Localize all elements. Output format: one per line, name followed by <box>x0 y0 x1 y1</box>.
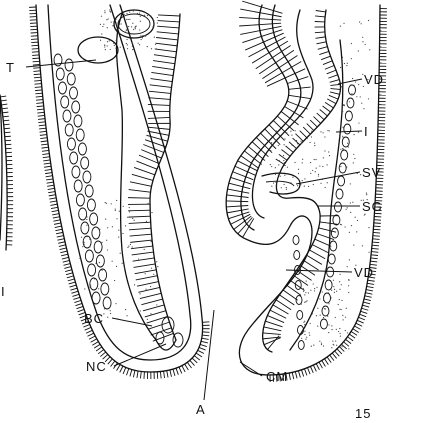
label-NC: NC <box>86 359 107 374</box>
figure-number: 15 <box>355 406 371 421</box>
label-VD-lower: VD <box>354 265 374 280</box>
left-gut-tube <box>117 14 180 350</box>
label-A: A <box>196 402 206 417</box>
testis-lobules <box>54 54 111 309</box>
right-body <box>226 5 380 375</box>
stipple-texture <box>79 9 370 349</box>
left-body-cilia <box>29 7 209 379</box>
spermatogonia-lobules <box>293 85 356 350</box>
label-SG: SG <box>362 199 383 214</box>
adjacent-structure-left <box>0 95 7 250</box>
label-BC: BC <box>84 311 104 326</box>
label-SV: SV <box>362 165 381 180</box>
right-body-cilia <box>226 7 387 382</box>
label-I: I <box>364 124 369 139</box>
right-gut-tube <box>252 10 342 352</box>
label-left-edge-I: I <box>1 284 6 299</box>
seminal-vesicle <box>262 173 300 194</box>
left-body <box>36 5 203 372</box>
label-T: T <box>6 60 15 75</box>
oocytes <box>78 10 154 63</box>
label-VD-upper: VD <box>364 72 384 87</box>
label-CM: CM <box>266 369 288 384</box>
